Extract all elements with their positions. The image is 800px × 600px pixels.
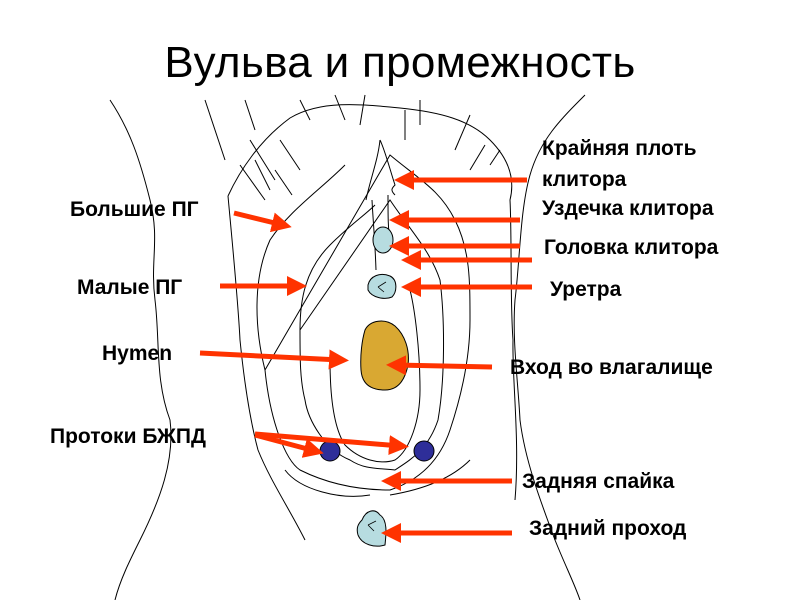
label-hymen: Hymen — [102, 342, 173, 365]
arrow-vaginal-opening — [386, 355, 493, 376]
label-gland-ducts: Протоки БЖПД — [50, 425, 206, 448]
label-urethra: Уретра — [550, 278, 622, 301]
outline-perineum — [284, 459, 471, 497]
slide-title: Вульва и промежность — [164, 38, 636, 87]
outline-mons — [227, 104, 518, 501]
hair-lines — [204, 94, 501, 201]
label-posterior-commissure: Задняя спайка — [522, 470, 675, 493]
label-anus: Задний проход — [529, 517, 687, 540]
outline-left-thigh — [109, 99, 172, 600]
label-prepuce-line1: Крайняя плоть — [542, 137, 697, 160]
outline-mons-left — [227, 195, 306, 541]
arrow-ducts-right — [254, 431, 409, 456]
arrow-labia-majora — [233, 210, 292, 233]
urethra-mark — [377, 281, 387, 293]
arrow-hymen — [199, 349, 349, 370]
label-vaginal-opening: Вход во влагалище — [510, 356, 713, 379]
anus-mark — [367, 520, 377, 532]
arrow-ducts-left — [254, 432, 324, 458]
label-frenulum: Уздечка клитора — [542, 197, 714, 220]
outline-right-thigh — [513, 94, 586, 600]
outline-labia-minora — [299, 199, 445, 471]
outline-labia-majora — [256, 154, 471, 491]
outline-vestibule — [329, 289, 421, 463]
label-glans: Головка клитора — [544, 236, 719, 259]
label-labia-majora: Большие ПГ — [70, 198, 199, 221]
clitoral-glans — [372, 226, 394, 254]
bartholin-gland-right — [413, 440, 435, 462]
vaginal-opening — [360, 320, 409, 391]
pointer-arrows — [199, 170, 532, 543]
urethra — [367, 273, 397, 299]
bartholin-gland-left — [319, 440, 341, 462]
label-labia-minora: Малые ПГ — [77, 276, 183, 299]
label-prepuce-line2: клитора — [542, 168, 627, 191]
